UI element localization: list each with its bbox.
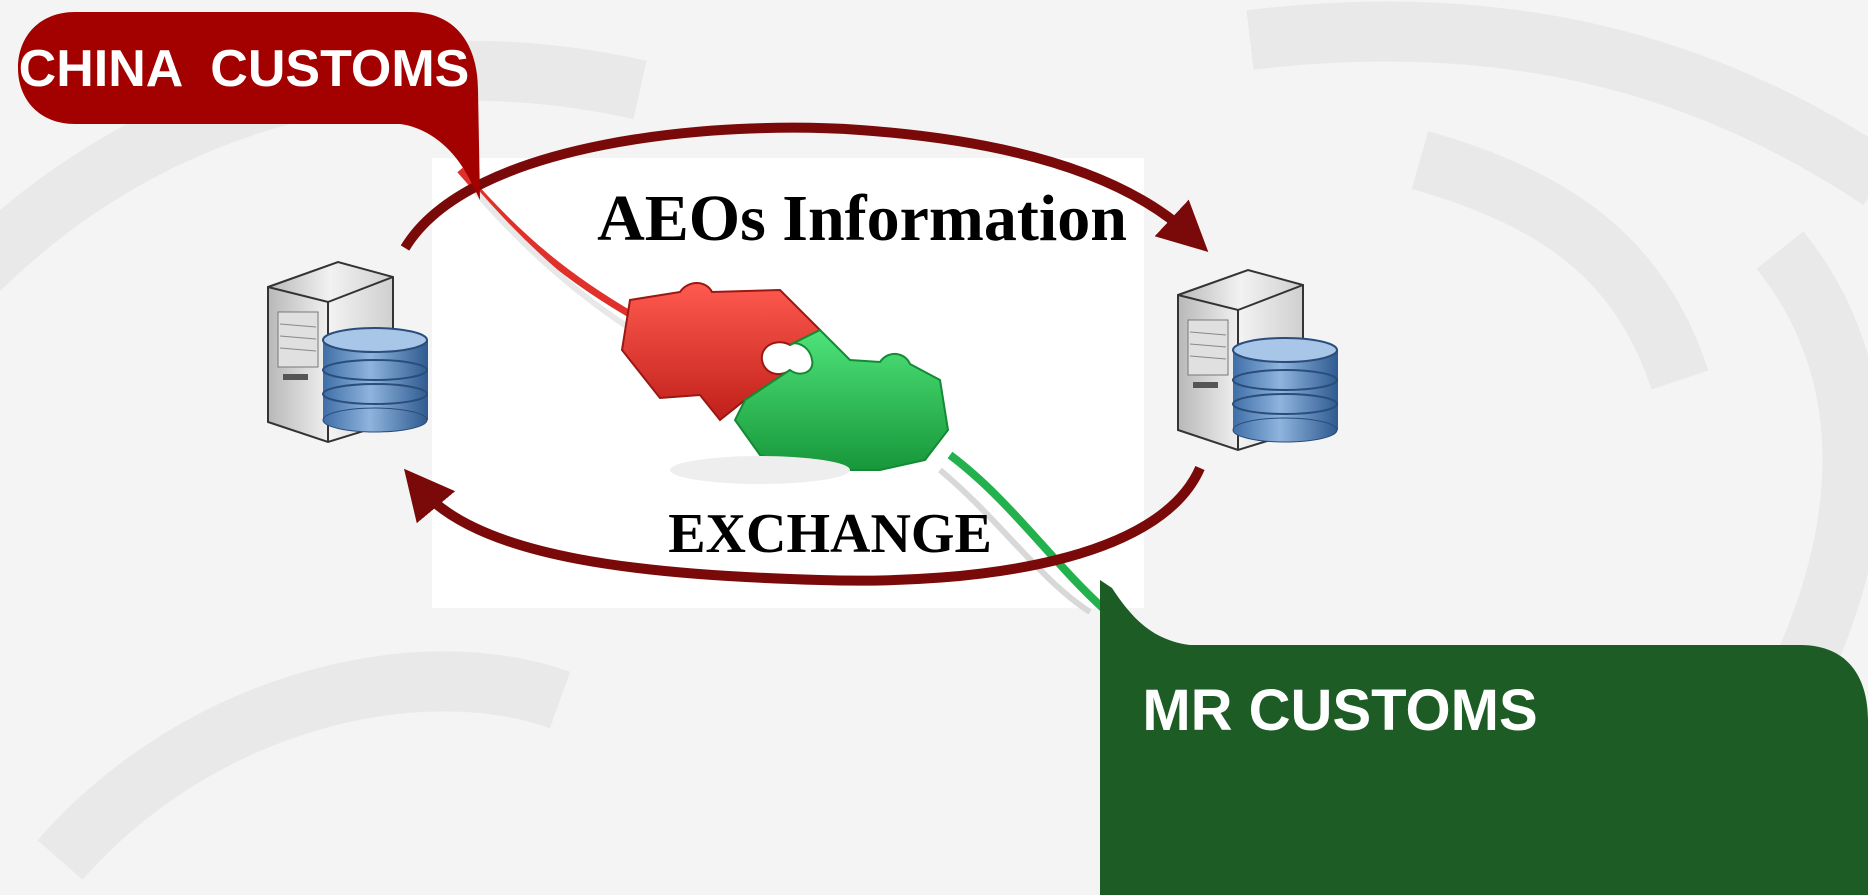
database-icon <box>322 327 428 433</box>
aeos-information-label: AEOs Information <box>597 182 1127 255</box>
database-icon <box>1232 337 1338 443</box>
green-cable-shadow <box>938 467 1092 615</box>
green-cable <box>947 451 1108 613</box>
bottom-arrow <box>403 465 1205 586</box>
left-server-icon <box>267 260 428 444</box>
mr-customs-callout: MR CUSTOMS <box>1100 580 1868 895</box>
mr-customs-label: MR CUSTOMS <box>1142 678 1537 743</box>
puzzle-pieces-icon <box>620 282 950 484</box>
red-cable-shadow <box>467 183 642 338</box>
china-customs-label: CHINA CUSTOMS <box>19 40 470 98</box>
exchange-label: EXCHANGE <box>668 503 992 565</box>
right-server-icon <box>1177 268 1338 452</box>
china-customs-callout: CHINA CUSTOMS <box>18 12 480 200</box>
top-arrow <box>400 122 1209 252</box>
green-puzzle-piece <box>733 328 950 471</box>
